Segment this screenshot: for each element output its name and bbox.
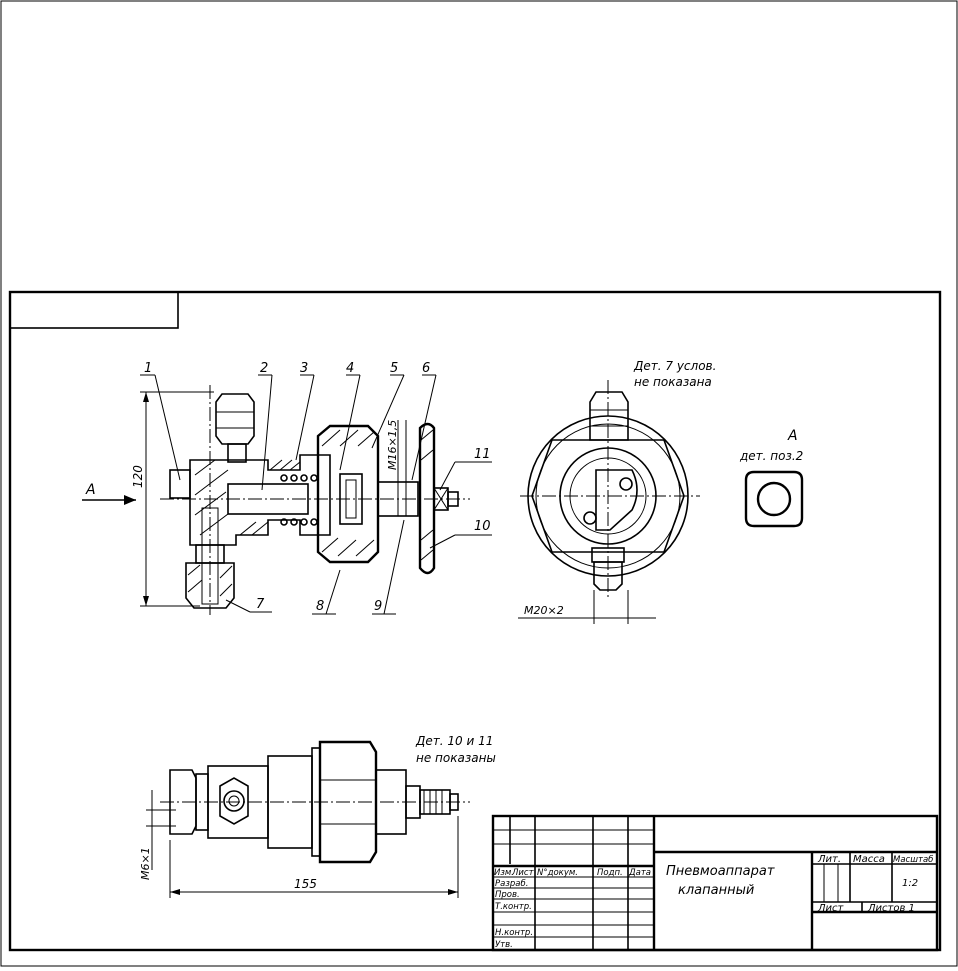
drawing-frame bbox=[8, 290, 942, 952]
dim-155-lines bbox=[169, 816, 459, 898]
dim-m16-lines bbox=[397, 420, 407, 516]
callout-2: 2 bbox=[260, 361, 268, 376]
tb-row-utv: Утв. bbox=[495, 940, 513, 950]
tb-row-prov: Пров. bbox=[495, 890, 520, 900]
callout-11: 11 bbox=[474, 447, 491, 462]
callout-8: 8 bbox=[316, 599, 324, 614]
dim-m6-lines bbox=[146, 790, 176, 870]
tb-row-razrab: Разраб. bbox=[495, 879, 528, 889]
front-sectional-view bbox=[160, 385, 470, 615]
dim-120-lines bbox=[140, 391, 214, 607]
dim-thread-m16: M16×1,5 bbox=[386, 420, 399, 470]
dim-thread-m6: M6×1 bbox=[139, 847, 152, 880]
view-a-title: A bbox=[787, 428, 798, 444]
tb-col-data: Дата bbox=[628, 868, 651, 878]
tb-title-line2: клапанный bbox=[678, 883, 754, 898]
tb-row-tkontr: Т.контр. bbox=[495, 902, 532, 912]
note-det10-line1: Дет. 10 и 11 bbox=[415, 734, 493, 748]
side-view bbox=[520, 380, 700, 600]
note-det7-line2: не показана bbox=[634, 375, 712, 389]
tb-masshtab: Масштаб bbox=[893, 855, 933, 865]
dim-length-155: 155 bbox=[294, 877, 317, 891]
callout-5: 5 bbox=[390, 361, 398, 376]
tb-col-list: Лист bbox=[511, 868, 535, 878]
callout-9: 9 bbox=[374, 599, 382, 614]
callout-1: 1 bbox=[144, 361, 152, 376]
corner-stamp-box bbox=[9, 291, 179, 329]
view-a-arrow-label: A bbox=[85, 482, 96, 498]
view-a-subtitle: дет. поз.2 bbox=[739, 449, 803, 463]
tb-title-line1: Пневмоаппарат bbox=[666, 864, 775, 879]
callout-4: 4 bbox=[346, 361, 354, 376]
note-det7-line1: Дет. 7 услов. bbox=[633, 359, 716, 373]
tb-col-ndokum: N°докум. bbox=[537, 868, 578, 878]
tb-lit: Лит. bbox=[817, 854, 841, 865]
callout-3: 3 bbox=[300, 361, 308, 376]
view-a-detail bbox=[744, 470, 804, 528]
callout-6: 6 bbox=[422, 361, 430, 376]
tb-col-izm: Изм. bbox=[494, 868, 514, 878]
tb-sheet: Лист bbox=[817, 903, 845, 914]
title-block bbox=[491, 814, 939, 952]
callout-10: 10 bbox=[474, 519, 491, 534]
view-a-arrow bbox=[82, 495, 136, 505]
callout-leaders bbox=[140, 374, 492, 615]
tb-row-nkontr: Н.контр. bbox=[495, 928, 533, 938]
dim-thread-m20: M20×2 bbox=[524, 604, 564, 617]
tb-scale: 1:2 bbox=[902, 878, 918, 889]
tb-massa: Масса bbox=[853, 854, 885, 865]
dim-m20-lines bbox=[518, 590, 656, 624]
tb-sheets: Листов 1 bbox=[867, 903, 915, 914]
note-det10-line2: не показаны bbox=[416, 751, 496, 765]
top-view bbox=[160, 740, 470, 864]
callout-7: 7 bbox=[256, 597, 265, 612]
tb-col-podp: Подп. bbox=[597, 868, 623, 878]
dim-height-120: 120 bbox=[131, 465, 145, 488]
